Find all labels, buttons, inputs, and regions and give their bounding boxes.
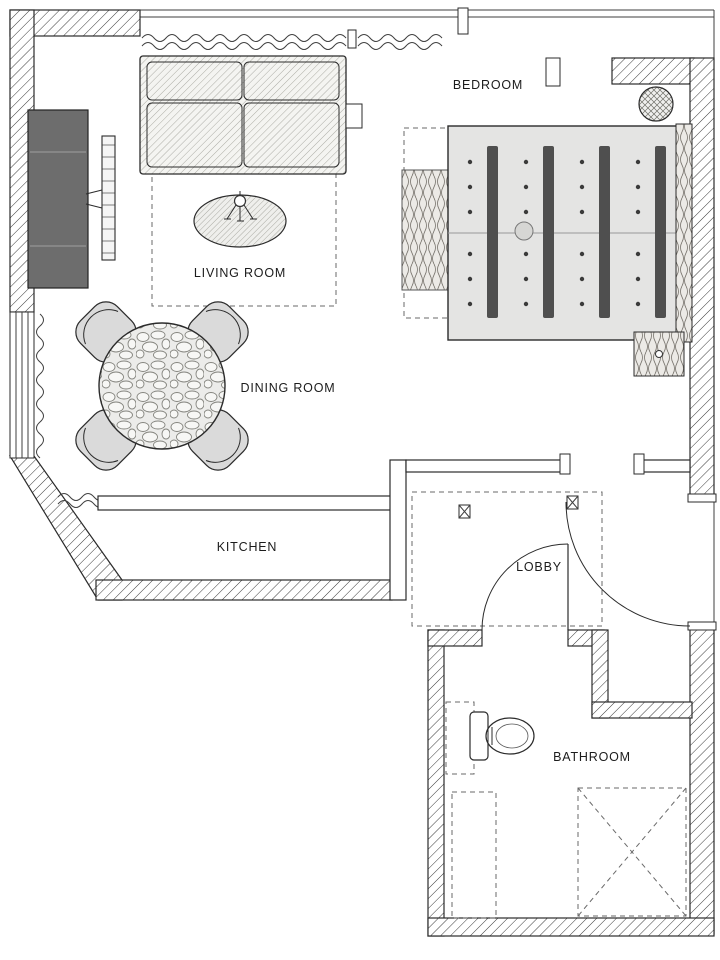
entry-door-swing-arc	[565, 501, 691, 627]
top-window-wave-3	[357, 34, 443, 42]
bedside-rug	[401, 169, 449, 291]
side-table	[345, 103, 363, 129]
bed-stripe	[655, 146, 666, 318]
wall-right-upper	[689, 57, 715, 499]
dining-table	[98, 322, 226, 450]
left-window-curtain-wave	[36, 313, 44, 459]
bed	[447, 123, 693, 343]
room-label-kitchen: KITCHEN	[217, 540, 277, 554]
tv-console-shelf-lines	[30, 151, 86, 247]
wall-right-lower	[689, 625, 715, 935]
bed-tufting-dots	[467, 159, 641, 307]
wall-closet-bottom	[591, 701, 693, 719]
tv-screen	[101, 135, 116, 261]
entry-door-jamb-top	[687, 493, 717, 503]
entry-door-jamb-bottom	[687, 621, 717, 631]
wall-kitchen-lobby	[389, 459, 407, 601]
bedroom-furniture	[401, 86, 693, 377]
top-window-mullion	[347, 29, 357, 49]
tv-mount-arm	[85, 189, 103, 209]
nightstand	[633, 331, 685, 377]
bathroom-fixtures	[469, 711, 687, 917]
room-label-lobby: LOBBY	[516, 560, 562, 574]
room-label-dining: DINING ROOM	[241, 381, 336, 395]
lobby-fixture-symbol	[458, 504, 471, 519]
bedroom-door-jamb-right	[633, 453, 645, 475]
bathroom-door-swing-arc	[481, 543, 569, 631]
doors	[458, 495, 691, 631]
top-window-wave-1	[141, 34, 347, 42]
lobby-zone	[411, 491, 603, 627]
outer-walls	[8, 7, 717, 937]
wall-kitchen-top	[97, 495, 393, 511]
room-label-bathroom: BATHROOM	[553, 750, 631, 764]
bed-stripe	[599, 146, 610, 318]
left-window	[9, 311, 35, 459]
ceiling-lamp-icon	[224, 191, 257, 222]
wall-bathroom-top-left	[427, 629, 483, 647]
window-end-jamb	[457, 7, 469, 35]
potted-plant	[638, 86, 674, 122]
wall-stub-bedroom-top	[545, 57, 561, 87]
top-window-wave-2	[141, 42, 347, 50]
wall-bedroom-bottom-left	[405, 459, 569, 473]
bathroom-cabinet-zone-2	[451, 791, 497, 919]
bed-stripe	[487, 146, 498, 318]
tv-console	[27, 109, 89, 289]
lobby-fixture-symbol-2	[566, 495, 579, 510]
wall-bathroom-bottom	[427, 917, 715, 937]
toilet-seat-hinge	[487, 727, 493, 745]
bed-blanket-fold	[514, 221, 534, 241]
top-window-wave-4	[357, 42, 443, 50]
wall-bedroom-top	[611, 57, 695, 85]
living-room-furniture	[27, 55, 363, 289]
room-label-bedroom: BEDROOM	[453, 78, 523, 92]
room-label-living: LIVING ROOM	[194, 266, 286, 280]
toilet-bowl-inner	[495, 723, 529, 749]
bed-stripe	[543, 146, 554, 318]
shower-area	[577, 787, 687, 917]
toilet-tank	[469, 711, 489, 761]
wall-kitchen-bottom	[95, 579, 393, 601]
tv-unit	[27, 109, 116, 289]
bedroom-door-jamb-left	[559, 453, 571, 475]
room-labels: BEDROOM LIVING ROOM DINING ROOM KITCHEN …	[194, 78, 631, 764]
wall-bathroom-left	[427, 629, 445, 937]
dining-furniture	[75, 301, 249, 471]
sofa	[139, 55, 347, 175]
toilet-bowl	[485, 717, 535, 755]
headboard	[675, 123, 693, 343]
toilet	[469, 711, 535, 761]
interior-walls	[97, 453, 691, 601]
